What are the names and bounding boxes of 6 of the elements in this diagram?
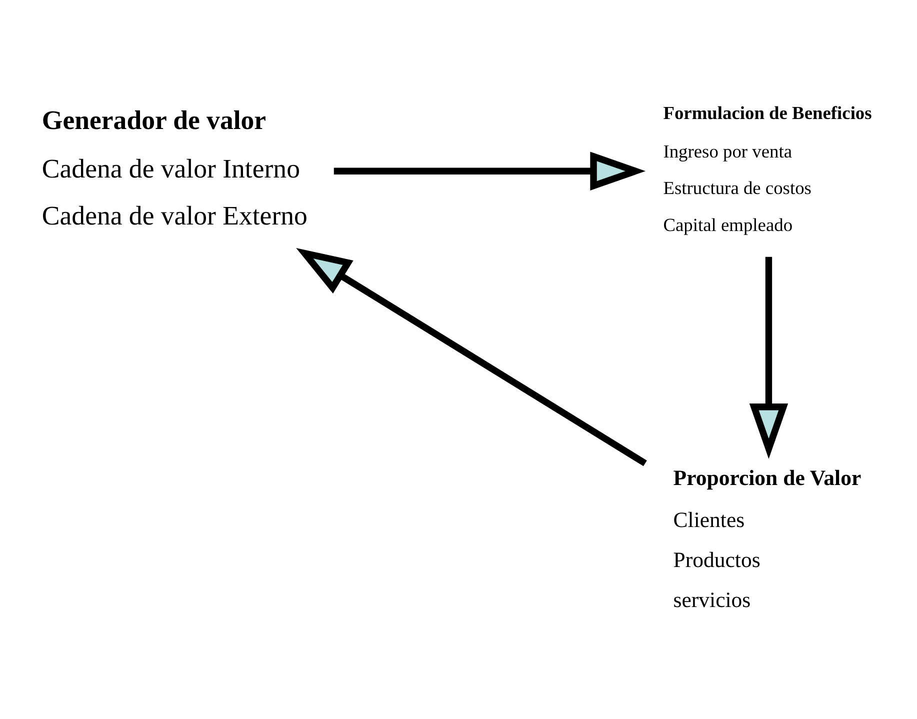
node-text: Formulacion de Beneficios Ingreso por venta Estructura de costos Capital empleado <box>663 102 872 236</box>
node-text: Generador de valor Cadena de valor Interno Cadena de valor Externo <box>42 104 308 230</box>
node-text: Proporcion de Valor Clientes Productos servicios <box>673 466 862 612</box>
arrow <box>334 152 646 190</box>
arrow <box>296 248 647 466</box>
arrow <box>749 256 788 459</box>
